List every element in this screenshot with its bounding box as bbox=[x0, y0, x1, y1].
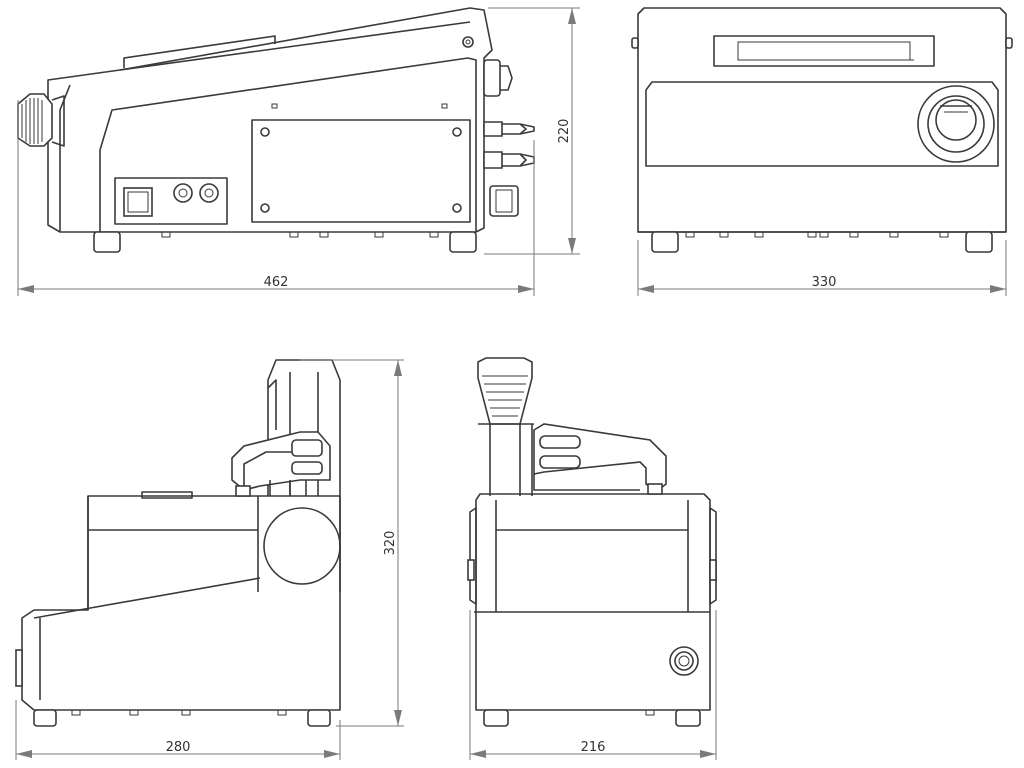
end-slope bbox=[33, 577, 261, 619]
dim-rear-width: 216 bbox=[581, 740, 606, 755]
end-cylinder bbox=[263, 507, 341, 585]
dim-front-width: 330 bbox=[812, 275, 837, 290]
side-view: 462 220 bbox=[17, 7, 580, 296]
screw bbox=[452, 127, 462, 137]
rear-connectors bbox=[483, 59, 535, 217]
foot bbox=[675, 709, 701, 727]
knob bbox=[17, 93, 65, 147]
side-panel-plate bbox=[251, 119, 471, 223]
foot bbox=[33, 709, 57, 727]
power-switch bbox=[123, 187, 153, 217]
foot bbox=[483, 709, 509, 727]
end-view: 280 320 bbox=[15, 359, 404, 760]
foot bbox=[449, 231, 477, 253]
side-body-outline bbox=[47, 7, 493, 233]
marker bbox=[441, 103, 448, 109]
rear-handle-grip bbox=[477, 357, 533, 425]
rear-view: 216 bbox=[467, 357, 717, 760]
dim-side-width: 462 bbox=[264, 275, 289, 290]
front-knob-ring bbox=[917, 85, 995, 163]
foot bbox=[307, 709, 331, 727]
front-panel bbox=[645, 81, 999, 167]
jack-2 bbox=[199, 183, 219, 203]
front-slot bbox=[713, 35, 935, 67]
screw bbox=[452, 203, 462, 213]
side-front-face bbox=[59, 84, 71, 232]
foot bbox=[93, 231, 121, 253]
switch-panel bbox=[114, 177, 228, 225]
front-knob bbox=[927, 95, 985, 153]
rear-knob bbox=[669, 646, 699, 676]
screw bbox=[260, 203, 270, 213]
dim-end-height: 320 bbox=[383, 531, 398, 556]
dim-side-height: 220 bbox=[557, 119, 572, 144]
end-body bbox=[21, 495, 341, 711]
dim-end-width: 280 bbox=[166, 740, 191, 755]
side-top-edge bbox=[119, 21, 471, 71]
rear-body bbox=[475, 493, 711, 711]
screw bbox=[462, 36, 474, 48]
screw-center bbox=[465, 39, 471, 45]
side-front-panel bbox=[99, 57, 477, 232]
foot bbox=[965, 231, 993, 253]
screw bbox=[260, 127, 270, 137]
side-top-handle bbox=[123, 35, 276, 68]
jack-1 bbox=[173, 183, 193, 203]
marker bbox=[271, 103, 278, 109]
front-view: 330 bbox=[631, 7, 1013, 296]
foot bbox=[651, 231, 679, 253]
